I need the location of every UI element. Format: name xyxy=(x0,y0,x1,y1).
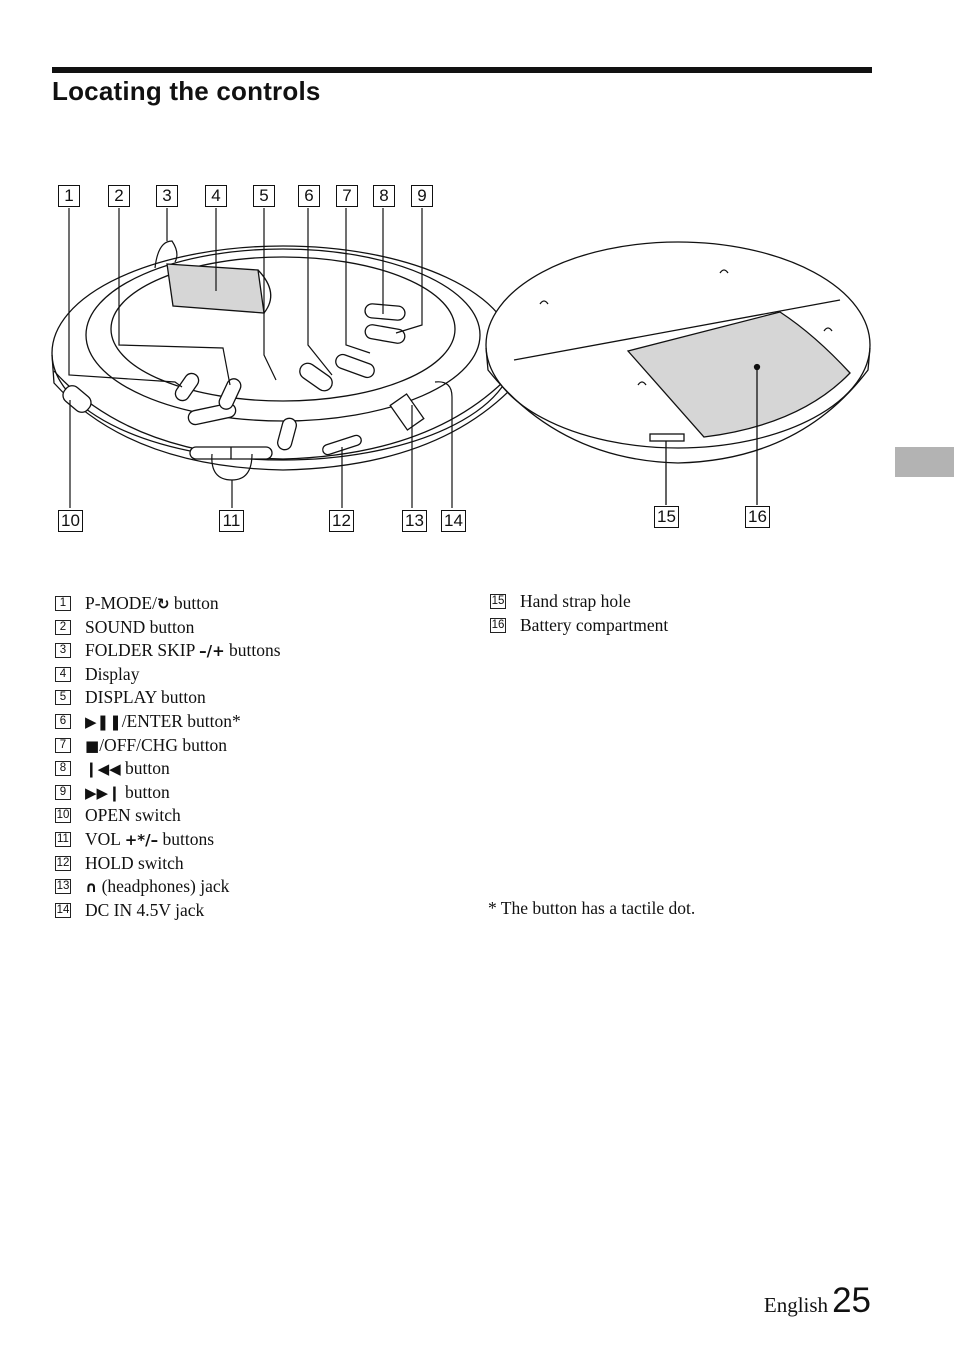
list-item: 16 Battery compartment xyxy=(490,614,850,638)
callout-1: 1 xyxy=(58,185,80,207)
callout-14: 14 xyxy=(441,510,466,532)
item-suffix: /OFF/CHG button xyxy=(99,734,228,755)
page-number: 25 xyxy=(832,1281,871,1320)
next-track-icon: ▶▶❙ xyxy=(85,783,121,802)
callout-6: 6 xyxy=(298,185,320,207)
list-item: 5 DISPLAY button xyxy=(55,686,455,710)
list-item: 13 ∩ (headphones) jack xyxy=(55,875,455,899)
parts-list-right: 15 Hand strap hole 16 Battery compartmen… xyxy=(490,590,850,637)
callout-13: 13 xyxy=(402,510,427,532)
list-item: 6 ▶❚❚/ENTER button* xyxy=(55,710,455,734)
list-item: 9 ▶▶❙ button xyxy=(55,781,455,805)
item-text: P-MODE/ xyxy=(85,593,157,613)
headphones-icon: ∩ xyxy=(85,878,98,897)
item-number: 7 xyxy=(55,737,71,753)
item-number: 1 xyxy=(55,596,71,611)
item-number: 12 xyxy=(55,855,71,871)
callout-3: 3 xyxy=(156,185,178,207)
language-label: English xyxy=(763,1293,829,1317)
callout-16: 16 xyxy=(745,506,770,528)
previous-track-icon: ❙◀◀ xyxy=(85,760,121,779)
item-text: OPEN switch xyxy=(85,805,181,826)
cd-player-diagram xyxy=(51,208,871,508)
item-suffix: (headphones) jack xyxy=(97,876,230,897)
list-item: 12 HOLD switch xyxy=(55,852,455,876)
footnote: * The button has a tactile dot. xyxy=(488,898,696,918)
list-item: 11 VOL +*/– buttons xyxy=(55,828,455,852)
parts-list-left: 1 P-MODE/↻ button 2 SOUND button 3 FOLDE… xyxy=(55,592,455,922)
item-number: 14 xyxy=(55,902,71,918)
title-rule xyxy=(52,67,872,73)
item-text: DISPLAY button xyxy=(85,687,206,708)
callout-4: 4 xyxy=(205,185,227,207)
repeat-icon: ↻ xyxy=(156,595,170,613)
item-text: FOLDER SKIP xyxy=(85,640,200,661)
list-item: 1 P-MODE/↻ button xyxy=(55,592,455,616)
section-tab xyxy=(895,447,954,477)
item-text: SOUND button xyxy=(85,616,195,637)
callout-15: 15 xyxy=(654,506,679,528)
item-number: 13 xyxy=(55,879,71,895)
list-item: 15 Hand strap hole xyxy=(490,590,850,614)
item-suffix: buttons xyxy=(224,640,281,661)
callout-2: 2 xyxy=(108,185,130,207)
page-footer: English 25 xyxy=(764,1281,871,1321)
minus-plus-icon: –/+ xyxy=(199,642,225,661)
back-view-illustration xyxy=(485,241,871,505)
item-number: 5 xyxy=(55,690,71,706)
front-view-illustration xyxy=(51,208,515,508)
item-number: 9 xyxy=(55,784,71,800)
item-suffix: buttons xyxy=(158,828,215,849)
callout-11: 11 xyxy=(219,510,244,532)
item-text: Display xyxy=(85,663,140,684)
list-item: 10 OPEN switch xyxy=(55,804,455,828)
item-number: 6 xyxy=(55,713,71,729)
callout-9: 9 xyxy=(411,185,433,207)
item-text: DC IN 4.5V jack xyxy=(85,899,205,920)
list-item: 2 SOUND button xyxy=(55,616,455,640)
list-item: 14 DC IN 4.5V jack xyxy=(55,899,455,923)
callout-7: 7 xyxy=(336,185,358,207)
callout-12: 12 xyxy=(329,510,354,532)
item-number: 16 xyxy=(490,617,506,633)
callout-8: 8 xyxy=(373,185,395,207)
item-suffix: button xyxy=(169,593,219,613)
page-title: Locating the controls xyxy=(52,76,321,106)
item-number: 8 xyxy=(55,761,71,777)
list-item: 8 ❙◀◀ button xyxy=(55,757,455,781)
item-number: 10 xyxy=(55,808,71,824)
stop-icon: ■ xyxy=(85,736,100,755)
callout-10: 10 xyxy=(58,510,83,532)
item-text: VOL xyxy=(85,828,125,849)
item-number: 4 xyxy=(55,666,71,682)
item-number: 2 xyxy=(55,619,71,635)
list-item: 3 FOLDER SKIP –/+ buttons xyxy=(55,639,455,663)
list-item: 7 ■/OFF/CHG button xyxy=(55,734,455,758)
item-suffix: button xyxy=(120,781,170,802)
item-text: Battery compartment xyxy=(520,614,669,635)
item-number: 11 xyxy=(55,831,71,847)
item-number: 15 xyxy=(490,594,506,609)
item-suffix: button xyxy=(120,758,170,779)
list-item: 4 Display xyxy=(55,663,455,687)
item-text: Hand strap hole xyxy=(520,591,631,611)
play-pause-icon: ▶❚❚ xyxy=(85,712,122,731)
plus-minus-icon: +*/– xyxy=(124,830,159,849)
item-text: HOLD switch xyxy=(85,852,184,873)
item-suffix: /ENTER button* xyxy=(121,710,241,731)
item-number: 3 xyxy=(55,643,71,659)
callout-5: 5 xyxy=(253,185,275,207)
